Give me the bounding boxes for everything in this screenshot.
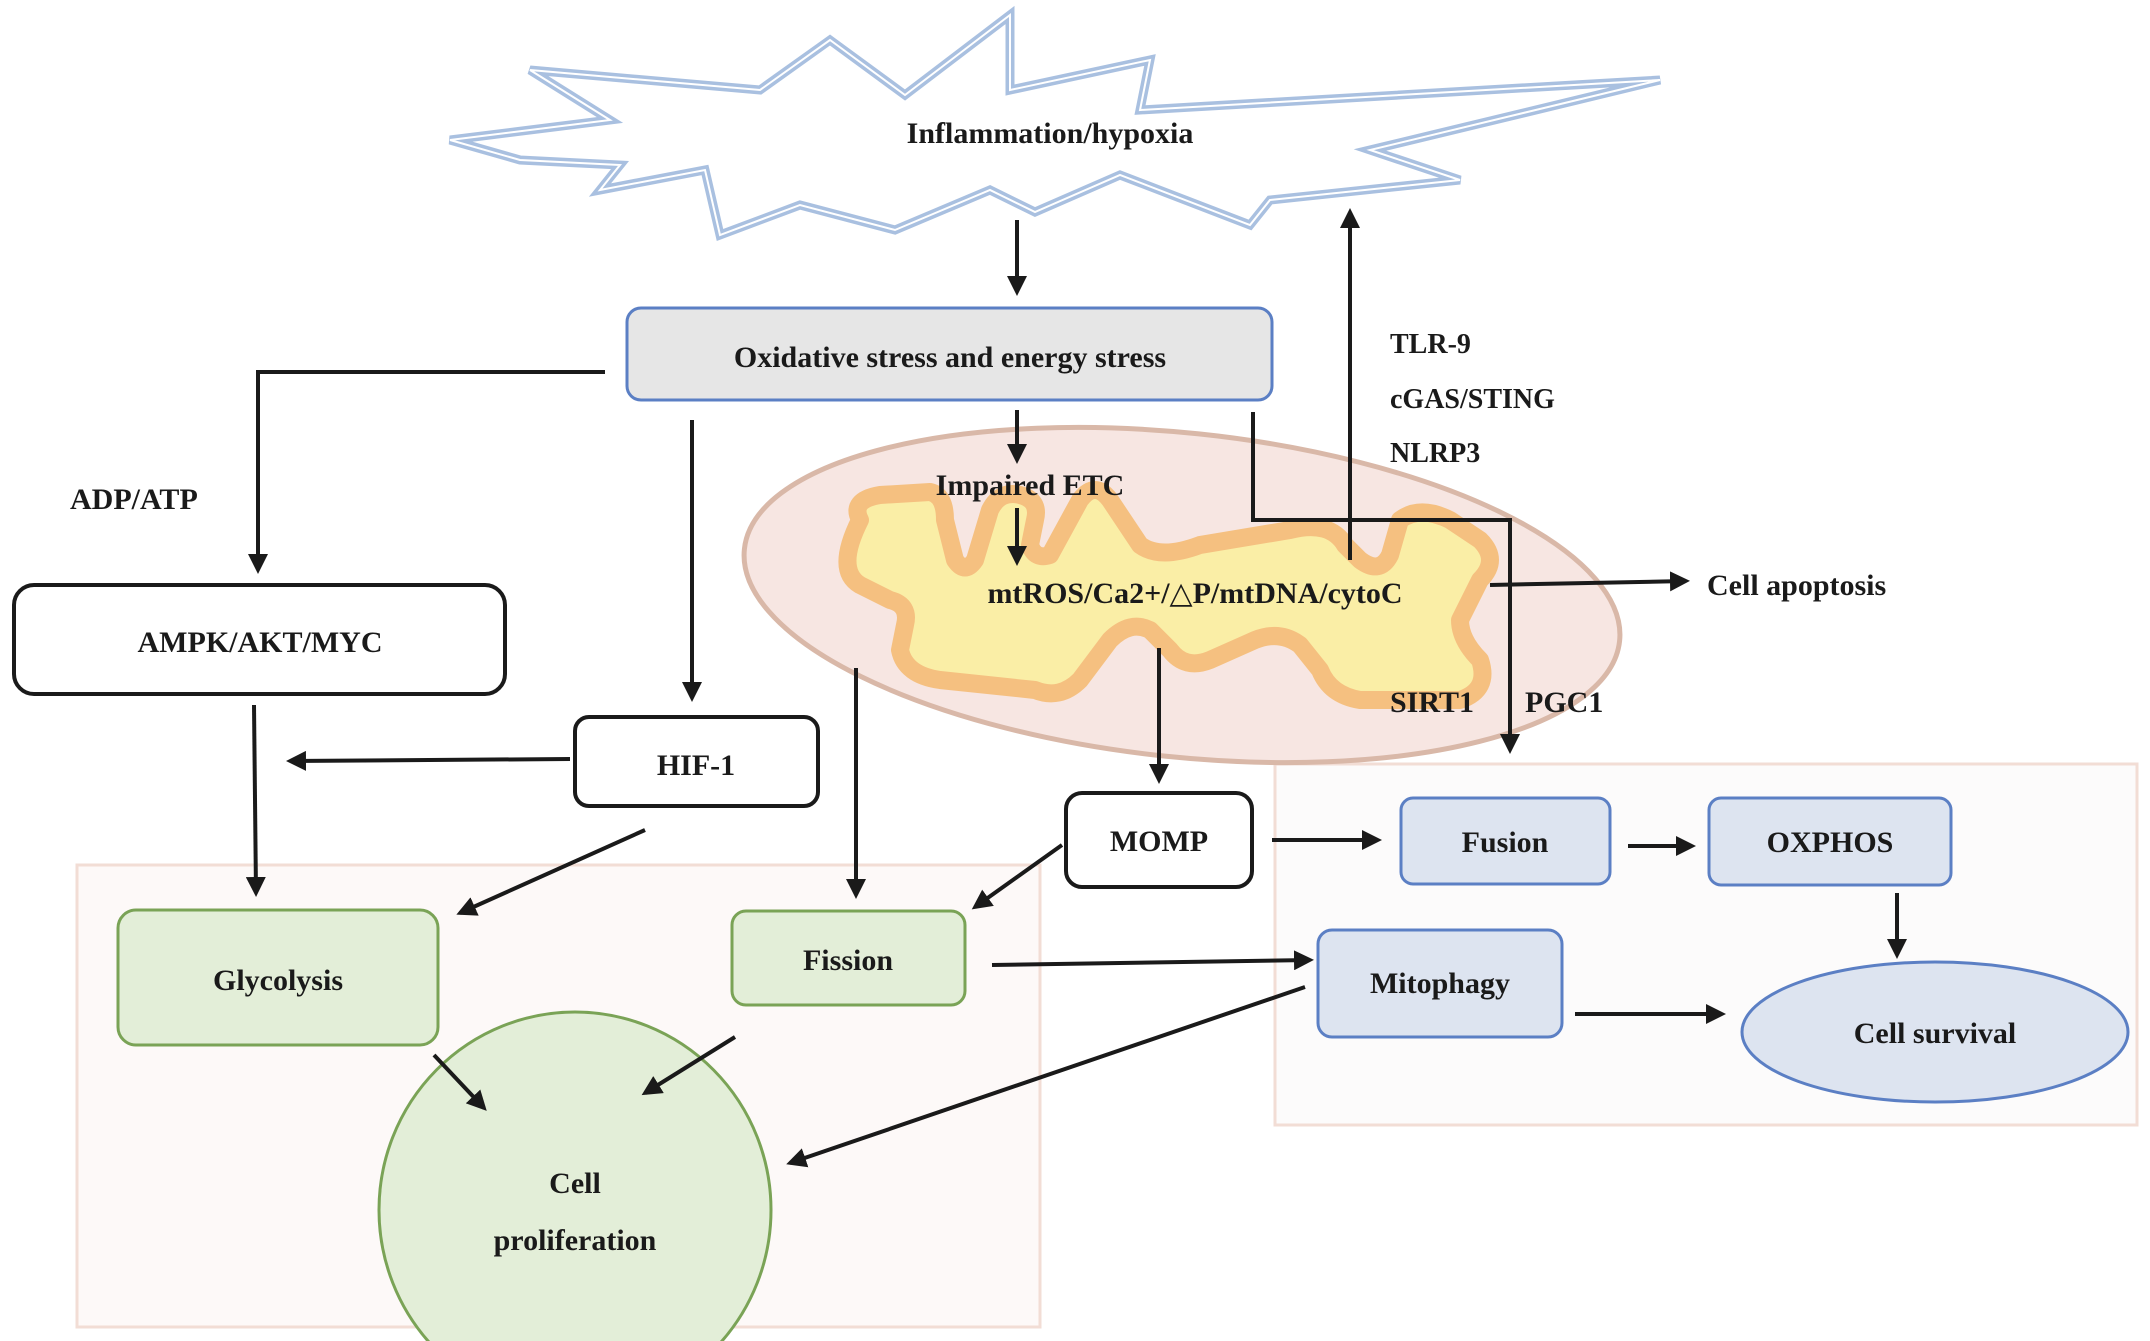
momp-box: MOMP <box>1064 791 1254 889</box>
arrow-fission-to-mitophagy <box>991 950 1314 971</box>
ampk-box: AMPK/AKT/MYC <box>12 583 507 696</box>
arrow-mtsignals-to-apoptosis <box>1489 571 1690 592</box>
cell-survival-label: Cell survival <box>1854 1017 2017 1050</box>
mitophagy-box: Mitophagy <box>1316 928 1564 1039</box>
ampk-label: AMPK/AKT/MYC <box>138 626 383 659</box>
arrow-glycolysis-to-proliferation <box>432 1053 487 1111</box>
cell-apoptosis-label: Cell apoptosis <box>1707 569 1886 602</box>
mitochondrion <box>741 424 1623 766</box>
fission-box: Fission <box>730 909 967 1007</box>
arrow-fission-to-proliferation <box>641 1035 737 1096</box>
hif1-label: HIF-1 <box>657 749 735 782</box>
arrow-hif1-to-glycolysis <box>456 828 646 916</box>
sensor-cgas-sting: cGAS/STING <box>1390 384 1555 415</box>
glycolysis-box: Glycolysis <box>116 908 440 1047</box>
arrow-stress-to-sirt1-pgc1 <box>1251 412 1520 754</box>
cell-proliferation-label-1: Cell <box>549 1167 601 1200</box>
fission-label: Fission <box>803 944 893 977</box>
arrow-stress-to-ampk <box>248 370 605 574</box>
oxphos-label: OXPHOS <box>1767 826 1894 859</box>
oxidative-stress-box: Oxidative stress and energy stress <box>625 306 1274 402</box>
mt-signals-label: mtROS/Ca2+/△P/mtDNA/cytoC <box>987 577 1402 610</box>
inflammation-starburst: Inflammation/hypoxia <box>448 5 1662 242</box>
impaired-etc-label: Impaired ETC <box>936 469 1125 502</box>
momp-label: MOMP <box>1110 825 1208 858</box>
oxphos-box: OXPHOS <box>1707 796 1953 887</box>
pgc1-label: PGC1 <box>1525 686 1603 719</box>
arrows <box>245 208 1907 1168</box>
sirt1-label: SIRT1 <box>1390 686 1474 719</box>
cell-survival-node: Cell survival <box>1740 960 2130 1104</box>
fusion-box: Fusion <box>1399 796 1612 886</box>
arrow-momp-to-fission <box>971 843 1064 910</box>
hif1-box: HIF-1 <box>573 715 820 808</box>
mitophagy-label: Mitophagy <box>1370 967 1510 1000</box>
sensor-tlr9: TLR-9 <box>1390 329 1471 360</box>
arrow-hif1-to-ampk-column <box>286 750 571 771</box>
inflammation-label: Inflammation/hypoxia <box>907 117 1194 150</box>
oxidative-stress-label: Oxidative stress and energy stress <box>734 341 1166 374</box>
arrow-ampk-to-glycolysis <box>245 704 266 897</box>
arrow-mitophagy-to-proliferation <box>786 985 1306 1168</box>
fusion-label: Fusion <box>1462 826 1549 859</box>
glycolysis-label: Glycolysis <box>213 964 343 997</box>
adp-atp-label: ADP/ATP <box>70 483 198 516</box>
sensor-nlrp3: NLRP3 <box>1390 438 1480 469</box>
cell-proliferation-label-2: proliferation <box>494 1224 657 1257</box>
